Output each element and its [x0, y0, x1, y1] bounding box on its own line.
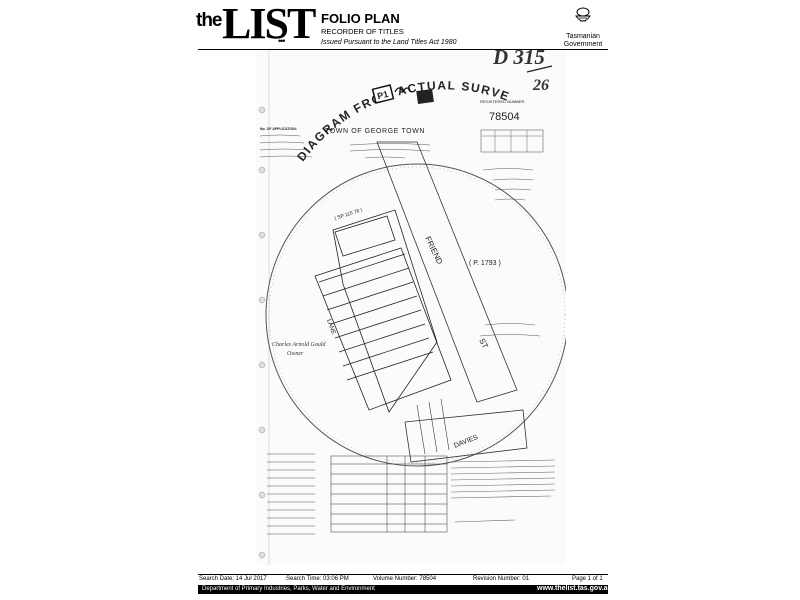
owner-left-sub: Owner [287, 351, 304, 357]
search-time: Search Time: 03:06 PM [286, 576, 349, 582]
street-davies: DAVIES [453, 434, 479, 450]
schedule-table [330, 455, 448, 533]
page-title: FOLIO PLAN [321, 11, 400, 26]
stamp-p1: P1 [376, 89, 389, 101]
revision-number: Revision Number: 01 [473, 576, 530, 582]
friend-street [376, 141, 518, 403]
fleur-icon [394, 87, 412, 94]
plan-ref-bottom: 26 [532, 77, 549, 94]
punch-holes [258, 106, 266, 559]
crest-icon [575, 7, 591, 22]
stamp-right-icon [416, 88, 434, 105]
registered-number-label: REGISTERED NUMBER [480, 99, 525, 104]
plan-ref-top: D 315 [492, 50, 545, 69]
department-name: Department of Primary Industries, Parks,… [202, 586, 375, 592]
logo-dots: ••• [278, 36, 286, 46]
lane-label: LANE [325, 319, 336, 336]
gov-line1: Tasmanian [566, 33, 600, 40]
owner-left: Charles Arnold Gould [272, 342, 327, 348]
street-st: ST [477, 337, 490, 350]
footer-bar [198, 585, 608, 594]
logo-main: LIST [222, 0, 316, 48]
application-label: No. OF APPLICATION: [260, 127, 297, 131]
header-divider [198, 49, 608, 50]
search-date: Search Date: 14 Jul 2017 [199, 576, 267, 582]
gov-line2: Government [563, 41, 603, 48]
town-name: TOWN OF GEORGE TOWN [325, 128, 425, 135]
page-subtitle: RECORDER OF TITLES [321, 27, 404, 36]
survey-diagram: DIAGRAM FROM ACTUAL SURVEY P1 D 315 26 R… [255, 50, 566, 565]
sp-reference: ( SP 115 78 ) [334, 207, 364, 222]
volume-number: Volume Number: 78504 [373, 576, 437, 582]
folio-plan-image: DIAGRAM FROM ACTUAL SURVEY P1 D 315 26 R… [255, 50, 566, 565]
diagram-heading: DIAGRAM FROM ACTUAL SURVEY [255, 50, 512, 164]
lot-block [314, 209, 452, 413]
street-friend: FRIEND [423, 235, 444, 266]
footer-divider [198, 574, 608, 575]
parcel-reference: ( P. 1793 ) [469, 260, 501, 267]
thelist-logo: the LIST ••• [196, 0, 316, 48]
website-link[interactable]: www.thelist.tas.gov.au [537, 585, 612, 592]
tasmanian-government-logo: Tasmanian Government [558, 6, 608, 50]
survey-circle [265, 163, 566, 467]
page-number: Page 1 of 1 [572, 576, 603, 582]
registered-number: 78504 [489, 111, 520, 123]
davies-street [404, 409, 528, 463]
logo-prefix: the [196, 10, 222, 31]
act-note: Issued Pursuant to the Land Titles Act 1… [321, 39, 457, 46]
